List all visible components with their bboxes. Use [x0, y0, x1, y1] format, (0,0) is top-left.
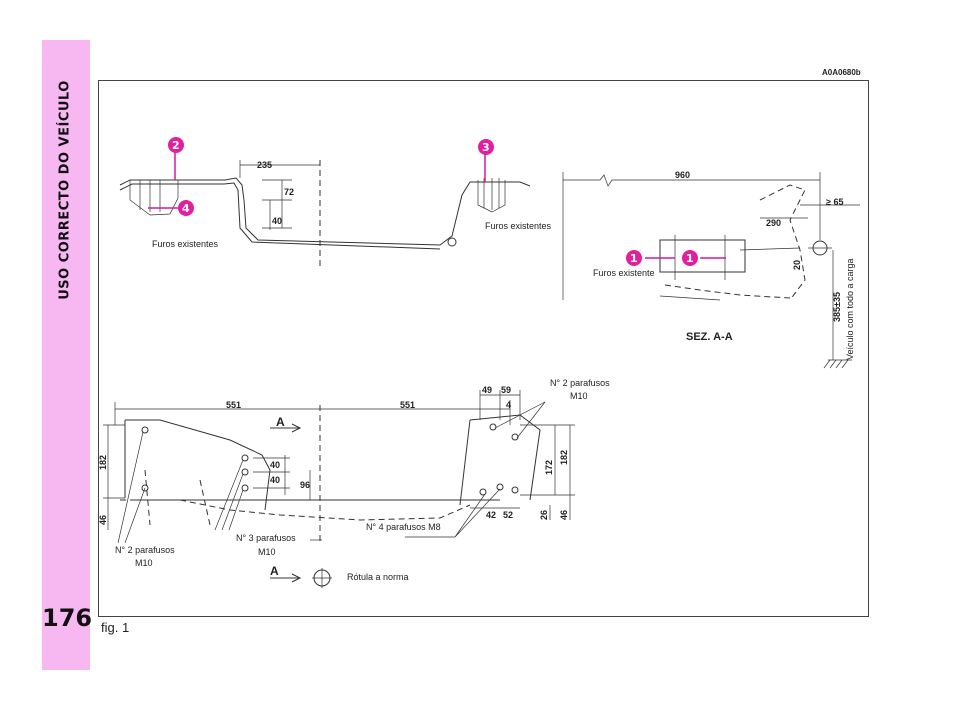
dim-551-right: 551 — [400, 400, 415, 410]
dim-96: 96 — [300, 480, 310, 490]
svg-text:1: 1 — [686, 252, 694, 265]
dim-52: 52 — [503, 510, 513, 520]
dim-42: 42 — [486, 510, 496, 520]
section-a-bottom: A — [270, 564, 279, 578]
plan-view: 551 551 49 59 4 182 46 40 40 96 172 182 … — [98, 378, 610, 588]
dim-960: 960 — [675, 170, 690, 180]
dim-26: 26 — [539, 510, 549, 520]
dim-46-left: 46 — [98, 515, 108, 525]
figure-code: A0A0680b — [822, 68, 861, 77]
dim-290: 290 — [766, 218, 781, 228]
svg-text:3: 3 — [482, 141, 490, 154]
rotula-label: Rótula a norma — [347, 572, 409, 582]
dim-65: ≥ 65 — [826, 197, 843, 207]
svg-text:1: 1 — [630, 252, 638, 265]
dim-182-left: 182 — [98, 455, 108, 470]
badge-1a — [626, 250, 642, 266]
figure-frame — [98, 80, 869, 617]
sez-label: SEZ. A-A — [686, 331, 733, 343]
page-number: 176 — [42, 604, 93, 632]
parafusos-mid-1: N° 3 parafusos — [236, 533, 296, 543]
figure-caption: fig. 1 — [101, 620, 130, 635]
parafusos-top-2: M10 — [570, 391, 588, 401]
sidebar-band — [42, 40, 90, 670]
svg-text:2: 2 — [172, 139, 180, 152]
dim-40a: 40 — [270, 460, 280, 470]
parafusos-left-2: M10 — [135, 558, 153, 568]
dim-59: 59 — [501, 385, 511, 395]
badge-1b — [682, 250, 698, 266]
dim-4: 4 — [506, 400, 511, 410]
badge-3 — [478, 139, 494, 155]
dim-182-right: 182 — [559, 450, 569, 465]
dim-40: 40 — [272, 216, 282, 226]
dim-172: 172 — [544, 460, 554, 475]
parafusos-mid-2: M10 — [258, 547, 276, 557]
side-view: 235 72 40 Furos existentes Furos existen… — [119, 137, 552, 270]
dim-235: 235 — [257, 160, 272, 170]
section-a-top: A — [276, 415, 285, 429]
dim-49: 49 — [482, 385, 492, 395]
parafusos-top-1: N° 2 parafusos — [550, 378, 610, 388]
dim-385: 385±35 — [832, 292, 842, 322]
section-view: 960 ≥ 65 290 20 385±35 Veículo com todo … — [562, 170, 860, 369]
dim-40b: 40 — [270, 475, 280, 485]
dim-72: 72 — [284, 187, 294, 197]
parafusos-left-1: N° 2 parafusos — [115, 545, 175, 555]
svg-text:4: 4 — [182, 202, 190, 215]
dim-551-left: 551 — [226, 400, 241, 410]
badge-2 — [168, 137, 184, 153]
veiculo-label: Veículo com todo a carga — [845, 258, 855, 360]
dim-46-right: 46 — [559, 510, 569, 520]
furos-existente: Furos existente — [593, 268, 655, 278]
dim-20: 20 — [792, 260, 802, 270]
badge-4 — [178, 200, 194, 216]
furos-existentes-right: Furos existentes — [485, 221, 552, 231]
furos-existentes-left: Furos existentes — [152, 239, 219, 249]
parafusos-m8: N° 4 parafusos M8 — [366, 522, 441, 532]
